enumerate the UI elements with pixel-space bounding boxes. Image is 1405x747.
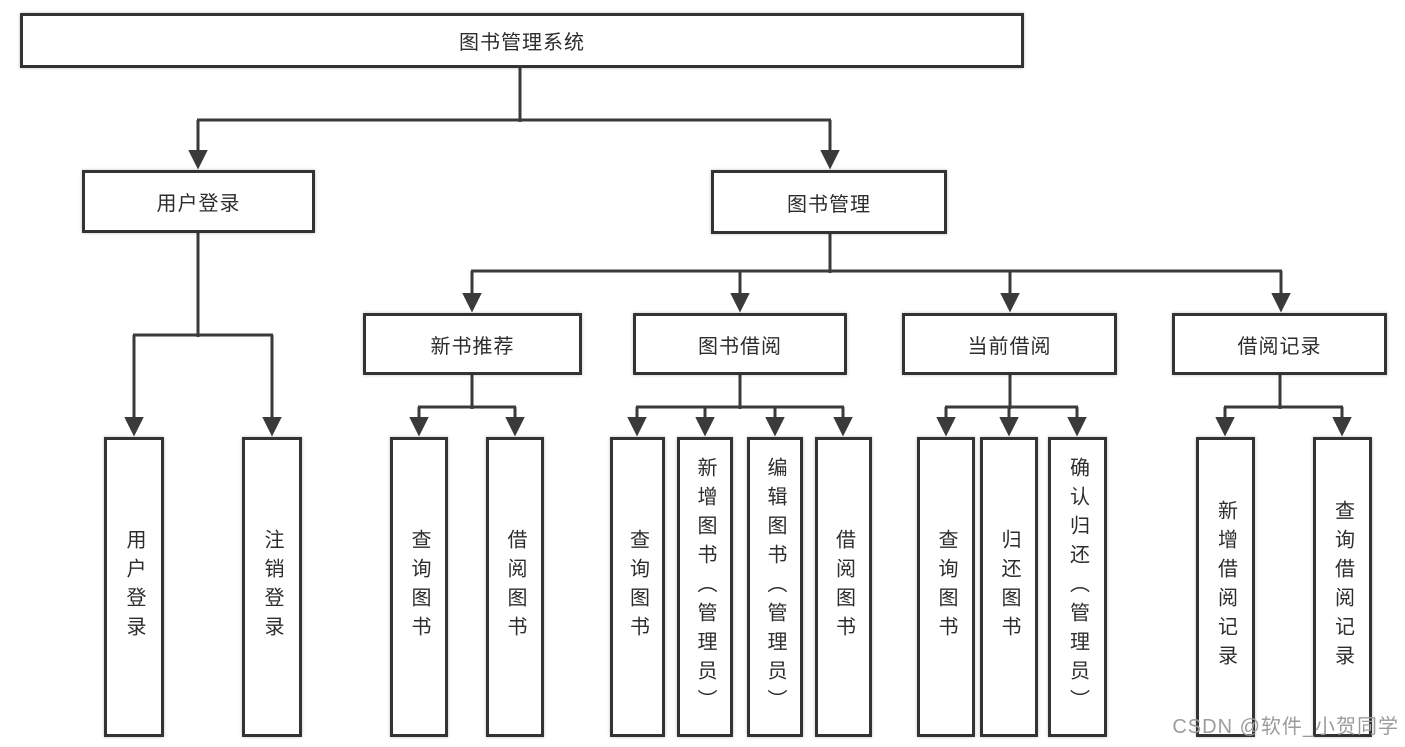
leaf-query-books-3: 查询图书 — [917, 437, 975, 737]
leaf-borrow-books-2: 借阅图书 — [815, 437, 872, 737]
node-user-login: 用户登录 — [82, 170, 315, 233]
leaf-query-books-1-label: 查询图书 — [408, 529, 430, 645]
leaf-edit-books-admin: 编辑图书（管理员） — [747, 437, 803, 737]
leaf-query-borrow-record-label: 查询借阅记录 — [1331, 500, 1354, 674]
leaf-query-books-2: 查询图书 — [610, 437, 665, 737]
node-book-borrowing-label: 图书借阅 — [698, 335, 782, 358]
leaf-query-borrow-record: 查询借阅记录 — [1313, 437, 1372, 737]
leaf-add-borrow-record-label: 新增借阅记录 — [1214, 500, 1237, 674]
leaf-logout-label: 注销登录 — [261, 529, 283, 645]
node-current-borrowing: 当前借阅 — [902, 313, 1117, 375]
leaf-edit-books-admin-label: 编辑图书（管理员） — [764, 456, 786, 718]
node-borrowing-records: 借阅记录 — [1172, 313, 1387, 375]
leaf-return-books-label: 归还图书 — [998, 529, 1020, 645]
node-root-label: 图书管理系统 — [459, 32, 585, 54]
node-current-borrowing-label: 当前借阅 — [967, 335, 1052, 358]
leaf-add-borrow-record: 新增借阅记录 — [1196, 437, 1255, 737]
leaf-confirm-return-admin-label: 确认归还（管理员） — [1066, 456, 1089, 718]
leaf-borrow-books-1: 借阅图书 — [486, 437, 544, 737]
leaf-confirm-return-admin: 确认归还（管理员） — [1048, 437, 1107, 737]
leaf-query-books-3-label: 查询图书 — [935, 529, 957, 645]
tree-branch-lines — [133, 68, 1343, 409]
node-user-login-label: 用户登录 — [156, 193, 241, 215]
leaf-query-books-1: 查询图书 — [390, 437, 448, 737]
leaf-user-login: 用户登录 — [104, 437, 164, 737]
leaf-return-books: 归还图书 — [980, 437, 1038, 737]
leaf-query-books-2-label: 查询图书 — [626, 529, 649, 645]
node-book-management: 图书管理 — [711, 170, 947, 234]
csdn-watermark: CSDN @软件_小贺同学 — [1172, 716, 1399, 738]
node-book-borrowing: 图书借阅 — [633, 313, 847, 375]
node-new-book-recommend: 新书推荐 — [363, 313, 582, 375]
leaf-logout: 注销登录 — [242, 437, 302, 737]
node-root: 图书管理系统 — [20, 13, 1024, 68]
leaf-borrow-books-1-label: 借阅图书 — [504, 529, 526, 645]
node-new-book-recommend-label: 新书推荐 — [430, 335, 515, 358]
leaf-user-login-label: 用户登录 — [123, 529, 145, 645]
node-borrowing-records-label: 借阅记录 — [1237, 335, 1322, 358]
leaf-borrow-books-2-label: 借阅图书 — [832, 529, 855, 645]
leaf-add-books-admin: 新增图书（管理员） — [677, 437, 733, 737]
node-book-management-label: 图书管理 — [787, 193, 871, 216]
leaf-add-books-admin-label: 新增图书（管理员） — [694, 456, 716, 718]
arrow-stubs — [124, 120, 1352, 437]
